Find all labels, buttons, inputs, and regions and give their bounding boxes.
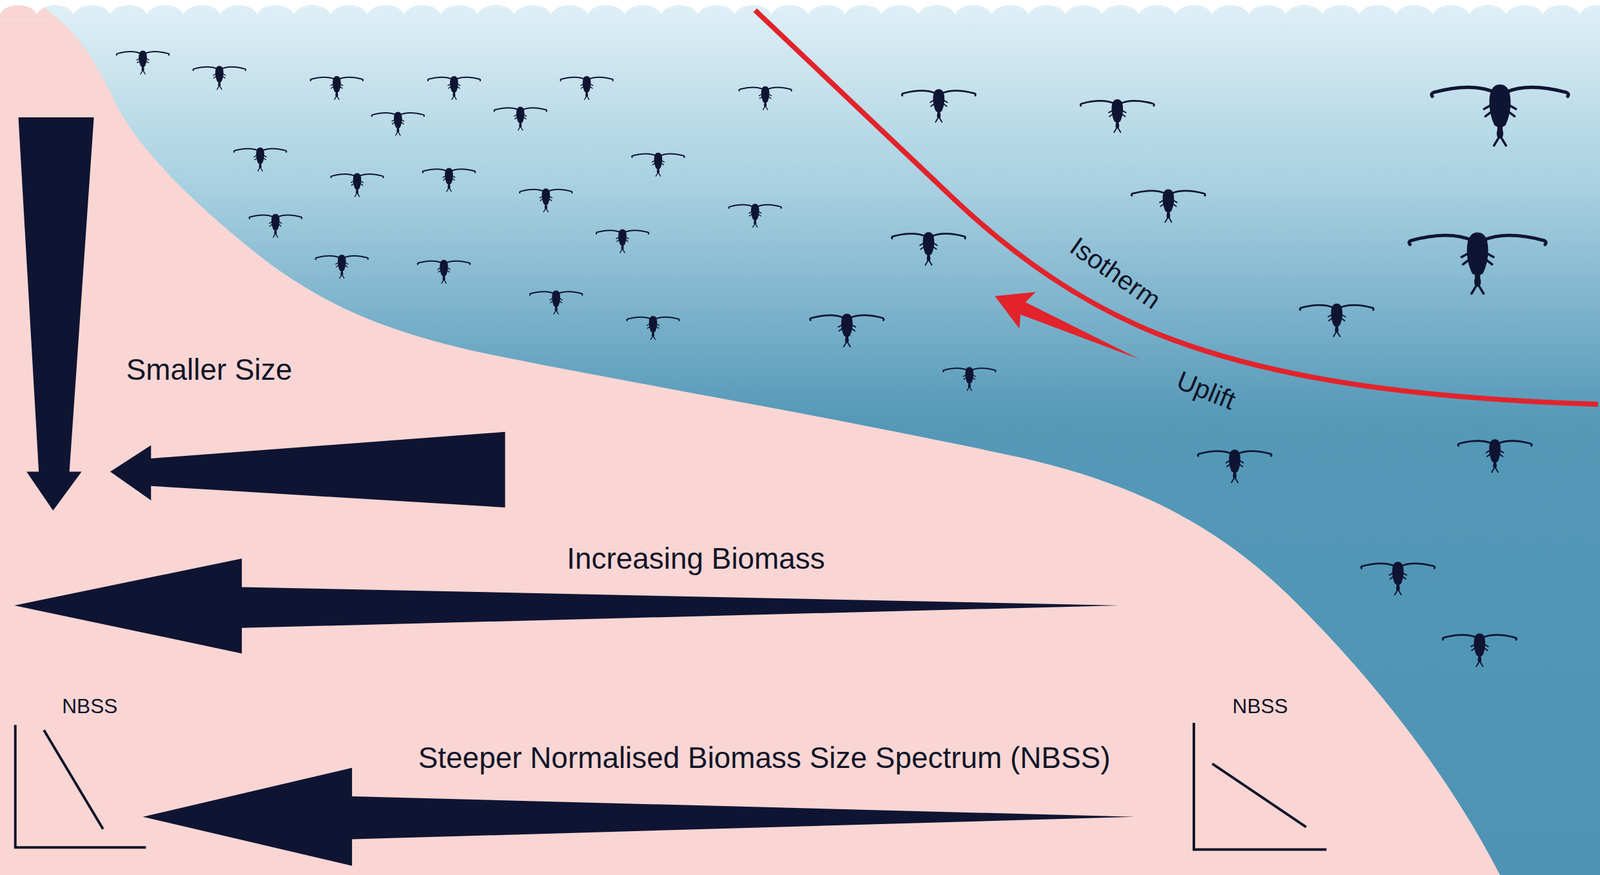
axis-title: NBSS (1232, 694, 1288, 718)
copepod (1442, 633, 1517, 666)
nbss-arrow (143, 767, 1136, 866)
copepod (1409, 232, 1546, 294)
axis-title: NBSS (61, 694, 118, 718)
size-label: Smaller Size (126, 352, 293, 387)
copepod (810, 313, 884, 347)
copepod-group (116, 50, 1569, 666)
copepod (371, 111, 425, 135)
copepod (428, 76, 481, 100)
copepod (943, 366, 996, 391)
size-down-arrow (18, 117, 94, 511)
copepod (1299, 303, 1374, 337)
nbss-steep-slope (43, 729, 104, 830)
copepod (631, 152, 685, 176)
copepod (1131, 188, 1205, 222)
coastal-region (0, 0, 1501, 875)
uplift-arrow (994, 292, 1140, 360)
copepod (1431, 84, 1569, 146)
copepod (249, 214, 303, 238)
copepod (1360, 561, 1435, 595)
nbss-shallow-slope (1211, 763, 1307, 827)
isotherm-line (754, 10, 1598, 405)
nbss-label: Steeper Normalised Biomass Size Spectrum… (418, 740, 1111, 775)
copepod (626, 315, 680, 340)
copepod (1080, 99, 1154, 133)
water-surface-waves (0, 0, 1600, 21)
copepod (519, 188, 573, 212)
copepod (417, 259, 471, 283)
copepod (193, 65, 247, 89)
copepod (422, 167, 476, 191)
nbss-axes (1193, 722, 1327, 849)
copepod (1197, 449, 1272, 483)
copepod (738, 86, 792, 110)
copepod (116, 50, 170, 74)
nbss-axes (15, 724, 147, 848)
copepod (596, 228, 650, 253)
copepod (729, 203, 782, 227)
copepod (1458, 439, 1532, 472)
copepod (315, 254, 369, 278)
copepod (901, 88, 976, 122)
copepod (891, 232, 966, 265)
biomass-label: Increasing Biomass (566, 540, 825, 576)
size-left-arrow (110, 431, 506, 508)
copepod (560, 76, 614, 100)
copepod (529, 290, 583, 314)
copepod (493, 106, 547, 130)
copepod (310, 76, 364, 100)
copepod (234, 147, 287, 171)
copepod (330, 172, 384, 196)
